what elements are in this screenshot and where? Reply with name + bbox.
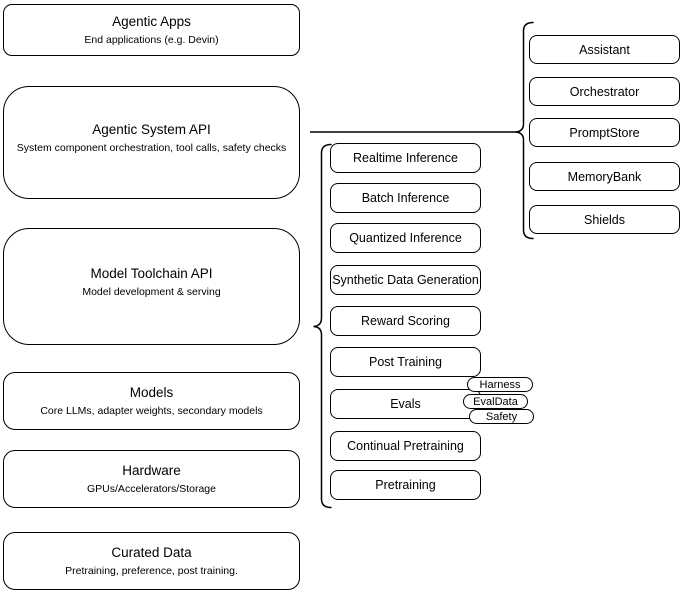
component-orchestrator: Orchestrator [529,77,680,106]
evals-tag-harness: Harness [467,377,533,392]
evals-tag-label: EvalData [473,395,518,408]
component-assistant: Assistant [529,35,680,64]
layer-subtitle: Core LLMs, adapter weights, secondary mo… [40,404,263,417]
component-promptstore: PromptStore [529,118,680,147]
layer-title: Curated Data [111,544,192,560]
toolchain-item-quantized-inference: Quantized Inference [330,223,481,253]
component-label: Shields [584,212,625,227]
layer-title: Agentic Apps [112,13,191,29]
toolchain-item-evals: Evals [330,389,481,419]
toolchain-item-label: Synthetic Data Generation [332,273,479,287]
toolchain-item-label: Evals [390,397,421,411]
toolchain-item-realtime-inference: Realtime Inference [330,143,481,173]
toolchain-item-synthetic-data-generation: Synthetic Data Generation [330,265,481,295]
layer-subtitle: Model development & serving [82,286,221,298]
toolchain-item-label: Post Training [369,355,442,369]
toolchain-item-label: Quantized Inference [349,231,462,245]
layer-subtitle: GPUs/Accelerators/Storage [87,482,216,495]
component-label: Assistant [579,42,630,57]
toolchain-item-pretraining: Pretraining [330,470,481,500]
layer-title: Models [129,384,174,400]
evals-tag-label: Harness [479,378,521,391]
layer-title: Hardware [122,462,181,478]
layer-hardware: Hardware GPUs/Accelerators/Storage [3,450,300,508]
component-label: Orchestrator [569,84,640,99]
component-label: PromptStore [569,125,640,140]
toolchain-item-label: Pretraining [375,478,436,492]
layer-subtitle: System component orchestration, tool cal… [16,142,287,154]
toolchain-item-label: Reward Scoring [361,314,450,328]
toolchain-item-label: Continual Pretraining [347,439,464,453]
layer-agentic-system-api: Agentic System API System component orch… [3,86,300,199]
evals-tag-evaldata: EvalData [463,394,528,409]
layer-title: Model Toolchain API [90,266,213,281]
evals-tag-safety: Safety [469,409,534,424]
toolchain-item-reward-scoring: Reward Scoring [330,306,481,336]
layer-models: Models Core LLMs, adapter weights, secon… [3,372,300,430]
toolchain-item-label: Realtime Inference [353,151,458,165]
layer-subtitle: End applications (e.g. Devin) [84,33,219,46]
evals-tag-label: Safety [485,410,518,423]
component-shields: Shields [529,205,680,234]
component-memorybank: MemoryBank [529,162,680,191]
layer-title: Agentic System API [92,122,211,137]
toolchain-item-continual-pretraining: Continual Pretraining [330,431,481,461]
toolchain-brace [313,143,332,509]
toolchain-item-label: Batch Inference [361,191,450,205]
layer-subtitle: Pretraining, preference, post training. [65,564,238,577]
toolchain-item-batch-inference: Batch Inference [330,183,481,213]
component-label: MemoryBank [567,169,642,184]
layer-curated-data: Curated Data Pretraining, preference, po… [3,532,300,590]
toolchain-item-post-training: Post Training [330,347,481,377]
layer-model-toolchain-api: Model Toolchain API Model development & … [3,228,300,345]
layer-agentic-apps: Agentic Apps End applications (e.g. Devi… [3,4,300,56]
